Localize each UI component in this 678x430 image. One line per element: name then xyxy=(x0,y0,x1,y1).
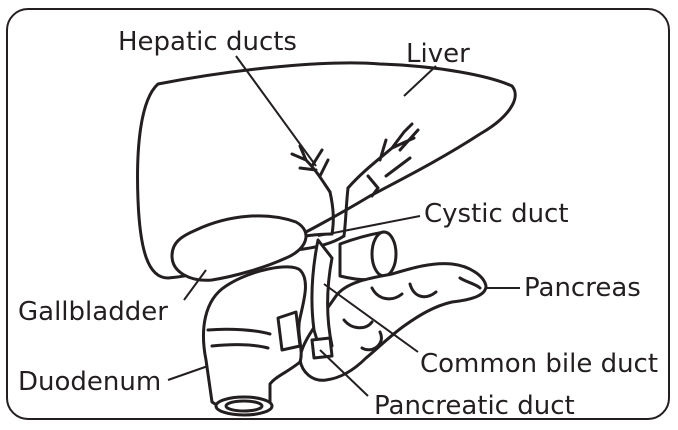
label-gallbladder: Gallbladder xyxy=(18,297,168,327)
stomach-end xyxy=(372,232,396,276)
label-duodenum: Duodenum xyxy=(18,367,161,397)
label-pancreas: Pancreas xyxy=(524,273,641,303)
label-cystic-duct: Cystic duct xyxy=(424,199,569,229)
pancreatic-duct-segment xyxy=(312,338,332,358)
duodenum-papilla xyxy=(278,312,300,350)
label-common-bile-duct: Common bile duct xyxy=(420,349,658,379)
label-pancreatic-duct: Pancreatic duct xyxy=(374,391,575,421)
duodenum-leader xyxy=(168,366,208,380)
common-bile-duct-tube xyxy=(312,240,332,350)
label-liver: Liver xyxy=(406,39,470,69)
label-hepatic-ducts: Hepatic ducts xyxy=(118,27,297,57)
